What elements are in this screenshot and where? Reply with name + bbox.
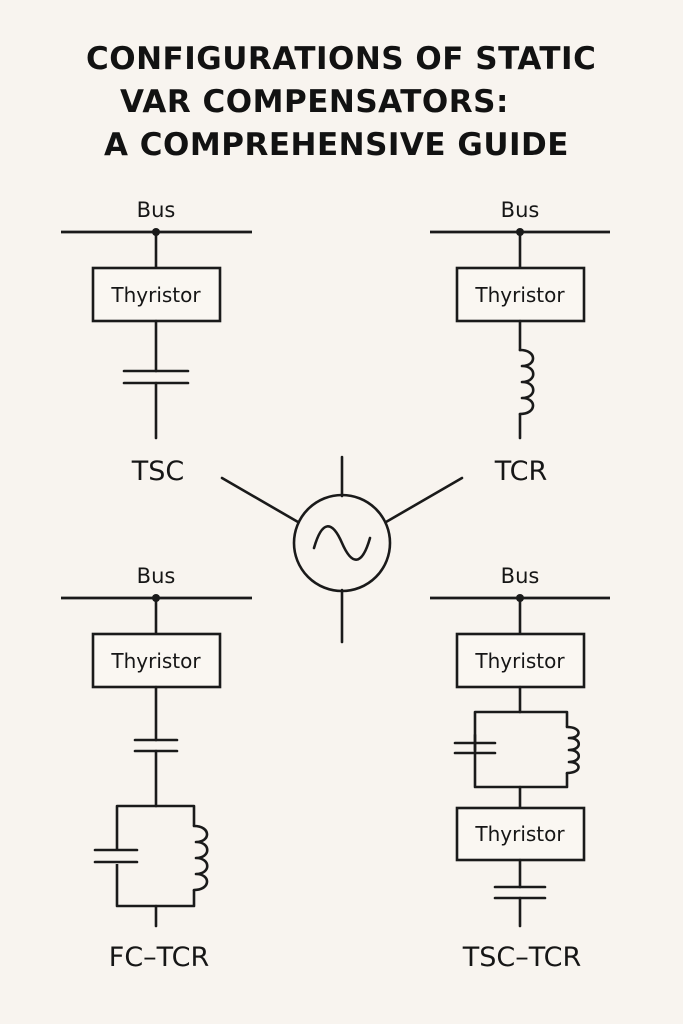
- tsc-tcr-thyristor-box-top: [455, 632, 586, 689]
- fc-tcr-parallel-loop: [115, 804, 196, 908]
- fc-tcr-label: FC–TCR: [109, 942, 209, 973]
- tsc-thyristor-label: Thyristor: [110, 283, 201, 307]
- inductor-icon: [518, 348, 535, 416]
- fc-tcr-thyristor-box: [91, 632, 222, 689]
- tsc-label: TSC: [131, 456, 184, 487]
- title-line-3: A COMPREHENSIVE GUIDE: [104, 127, 569, 163]
- title-line-1: CONFIGURATIONS OF STATIC: [86, 41, 597, 77]
- tcr-bus-label: Bus: [501, 198, 540, 222]
- capacitor-icon: [453, 733, 497, 755]
- tsc-tcr-configuration: Bus Thyristor Thyristor TSC–TCR: [430, 564, 610, 973]
- fc-tcr-configuration: Bus Thyristor FC–TCR: [61, 564, 252, 973]
- fc-tcr-bus-label: Bus: [137, 564, 176, 588]
- tcr-configuration: Bus Thyristor TCR: [430, 198, 610, 487]
- inductor-icon: [192, 824, 209, 892]
- ac-source-icon: [220, 455, 464, 644]
- tcr-label: TCR: [494, 456, 548, 487]
- tsc-thyristor-box: [91, 266, 222, 323]
- capacitor-icon: [133, 738, 179, 753]
- page-title: CONFIGURATIONS OF STATIC VAR COMPENSATOR…: [60, 38, 620, 167]
- tsc-bus-label: Bus: [137, 198, 176, 222]
- capacitor-icon: [93, 848, 139, 864]
- tsc-configuration: Bus Thyristor TSC: [61, 198, 252, 487]
- tcr-thyristor-label: Thyristor: [474, 283, 565, 307]
- tsc-tcr-thyristor-box-bottom: [455, 806, 586, 862]
- inductor-icon: [565, 725, 581, 775]
- tsc-tcr-bus-label: Bus: [501, 564, 540, 588]
- capacitor-icon: [122, 369, 190, 385]
- fc-tcr-thyristor-label: Thyristor: [110, 649, 201, 673]
- tsc-tcr-thyristor-label-top: Thyristor: [474, 649, 565, 673]
- tsc-tcr-parallel-loop: [473, 710, 569, 789]
- title-line-2: VAR COMPENSATORS:: [120, 84, 509, 120]
- tsc-tcr-label: TSC–TCR: [462, 942, 582, 973]
- capacitor-icon: [493, 885, 547, 900]
- tsc-tcr-thyristor-label-bottom: Thyristor: [474, 822, 565, 846]
